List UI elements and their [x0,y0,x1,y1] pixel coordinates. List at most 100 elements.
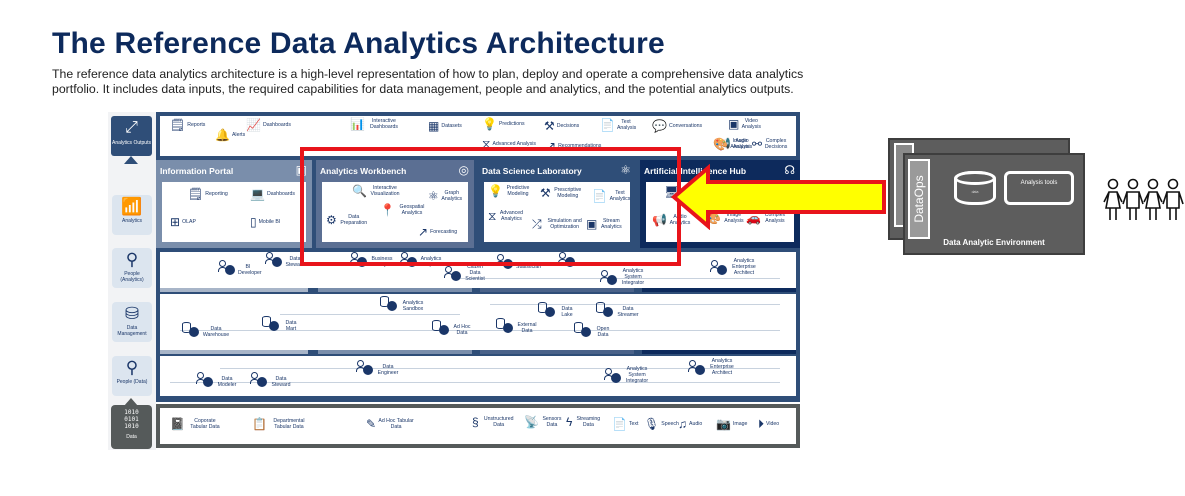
megaphone-icon: 📢 [716,137,731,151]
source-text: 📄Text [612,417,639,431]
output-reports: 🗒Reports [170,118,206,132]
chart-icon: 📈 [246,118,261,132]
binary-icon: 1010 0101 1010 [124,409,139,430]
person-icon [600,270,618,286]
play-icon: ⏵ [758,417,765,431]
person-icon [265,252,283,268]
nav-data-management[interactable]: ⛁ Data Management [112,302,152,342]
output-recommendations: ↗Recommendations [546,139,602,153]
database-icon [538,302,556,318]
page-title: The Reference Data Analytics Architectur… [52,27,665,60]
database-icon [574,322,592,338]
panel-data-science-laboratory: Data Science Laboratory⚛ 💡Predictive Mod… [478,160,636,248]
mobile-icon: ▯ [250,215,257,229]
capability-data-preparation: ⚙Data Preparation [326,213,368,227]
music-note-icon: ♫ [678,417,687,431]
capability-simulation-optimization: ⤮Simulation and Optimization [532,217,582,231]
output-advanced-analysis: ⧖Advanced Analysis [482,137,536,151]
output-decisions: ⚒Decisions [544,119,580,133]
source-video: ⏵Video [758,417,780,431]
nav-people-data[interactable]: ⚲ People (Data) [112,356,152,396]
panel-title: Analytics Workbench◎ [320,163,469,177]
dataset-icon: ▦ [428,119,440,133]
output-image-analysis-label: 🎨Image Analysis [713,137,750,151]
role-analytics-enterprise-architect: Analytics Enterprise Architect [710,258,758,276]
capability-text-analytics: 📄Text Analytics [592,189,631,203]
document-icon: 📋 [252,417,267,431]
role-data-steward: Data Steward [250,372,292,388]
database-icon [262,316,280,332]
source-corporate-tabular: 📓Coporate Tabular Data [170,417,220,431]
cube-plus-icon: ⊞ [170,215,181,229]
chart-circle-icon: ◎ [458,163,469,177]
person-icon: ⚲ [125,358,139,377]
output-dashboards: 📈Dashboards [246,118,291,132]
source-speech: 🎙Speech [644,417,679,431]
database-icon [380,296,398,312]
output-alerts: 🔔Alerts [215,128,246,142]
band-data-management: Data Warehouse Data Mart Analytics Sandb… [160,294,796,350]
store-data-lake: Data Lake [538,302,576,318]
panel-title: Artificial Intelligence Hub☊ [644,163,795,177]
role-citizen-data-scientist: Citizen Data Scientist [444,264,486,282]
description-line-2: portfolio. It includes data inputs, the … [52,82,794,96]
role-data-engineer: Data Engineer [356,360,400,376]
squiggle-icon: § [472,415,479,429]
video-icon: ▣ [586,217,598,231]
output-conversations: 💬Conversations [652,119,703,133]
capability-prescriptive-modeling: ⚒Prescriptive Modeling [540,186,582,200]
capability-mobile-bi: ▯Mobile BI [250,215,281,229]
database-icon [596,302,614,318]
palette-icon: 🎨 [713,137,728,151]
dna-icon: ⧖ [488,209,497,223]
nav-analytics-outputs[interactable]: ⤢ Analytics Outputs [111,116,152,156]
people-group-icon [1103,178,1184,220]
nav-people-analytics[interactable]: ⚲ People (Analytics) [112,248,152,288]
bar-chart-trend-icon: 📶 [121,197,143,216]
database-icon [182,322,200,338]
nav-data[interactable]: 1010 0101 1010 Data [111,405,152,449]
expand-arrows-icon: ⤢ [125,119,138,136]
notebook-icon: 📓 [170,417,185,431]
capability-complex-analysis: 🚗Complex Analysis [746,211,786,225]
person-icon [444,266,462,282]
output-predictions: 💡Predictions [482,117,525,131]
trend-icon: ↗ [418,225,429,239]
magnifier-icon: 🔍 [352,184,367,198]
map-pin-icon: 📍 [380,203,395,217]
text-analysis-icon: 📄 [592,189,607,203]
capability-predictive-modeling: 💡Predictive Modeling [488,184,530,198]
role-analytics-system-integrator: Analytics System Integrator [604,366,650,384]
source-departmental-tabular: 📋Departmental Tabular Data [252,417,305,431]
separator [160,350,308,354]
separator [480,288,634,292]
description-line-1: The reference data analytics architectur… [52,67,804,81]
source-audio: ♫Audio [678,417,703,431]
environment-label: Data Analytic Environment [943,238,1045,247]
store-external-data: External Data [496,318,538,334]
capability-stream-analytics: ▣Stream Analytics [586,217,622,231]
separator [642,288,796,292]
person-icon [196,372,214,388]
video-icon: ▣ [728,117,740,131]
brain-icon: ☊ [784,163,795,177]
nav-analytics[interactable]: 📶 Analytics [112,195,152,235]
laptop-chart-icon: 💻 [250,187,265,201]
database-icon: ⛁ [124,304,140,323]
person-icon [604,368,622,384]
highlight-rectangle [300,147,681,266]
data-sources-row: 📓Coporate Tabular Data 📋Departmental Tab… [160,408,796,444]
separator [160,288,308,292]
store-analytics-sandbox: Analytics Sandbox [380,296,426,312]
capability-graph-analytics: ⚛Graph Analytics [428,189,463,203]
capability-advanced-analytics: ⧖Advanced Analytics [488,209,523,223]
capability-reporting: 🗒Reporting [188,187,228,201]
person-icon: ⚲ [125,250,139,269]
chat-icon: 💬 [652,119,667,133]
separator [318,288,472,292]
role-analytics-system-integrator: Analytics System Integrator [600,268,646,286]
output-interactive-dashboards: 📊Interactive Dashboards [350,117,398,131]
source-ad-hoc-tabular: ✎Ad Hoc Tabular Data [366,417,414,431]
gavel-icon: ⚒ [540,186,551,200]
